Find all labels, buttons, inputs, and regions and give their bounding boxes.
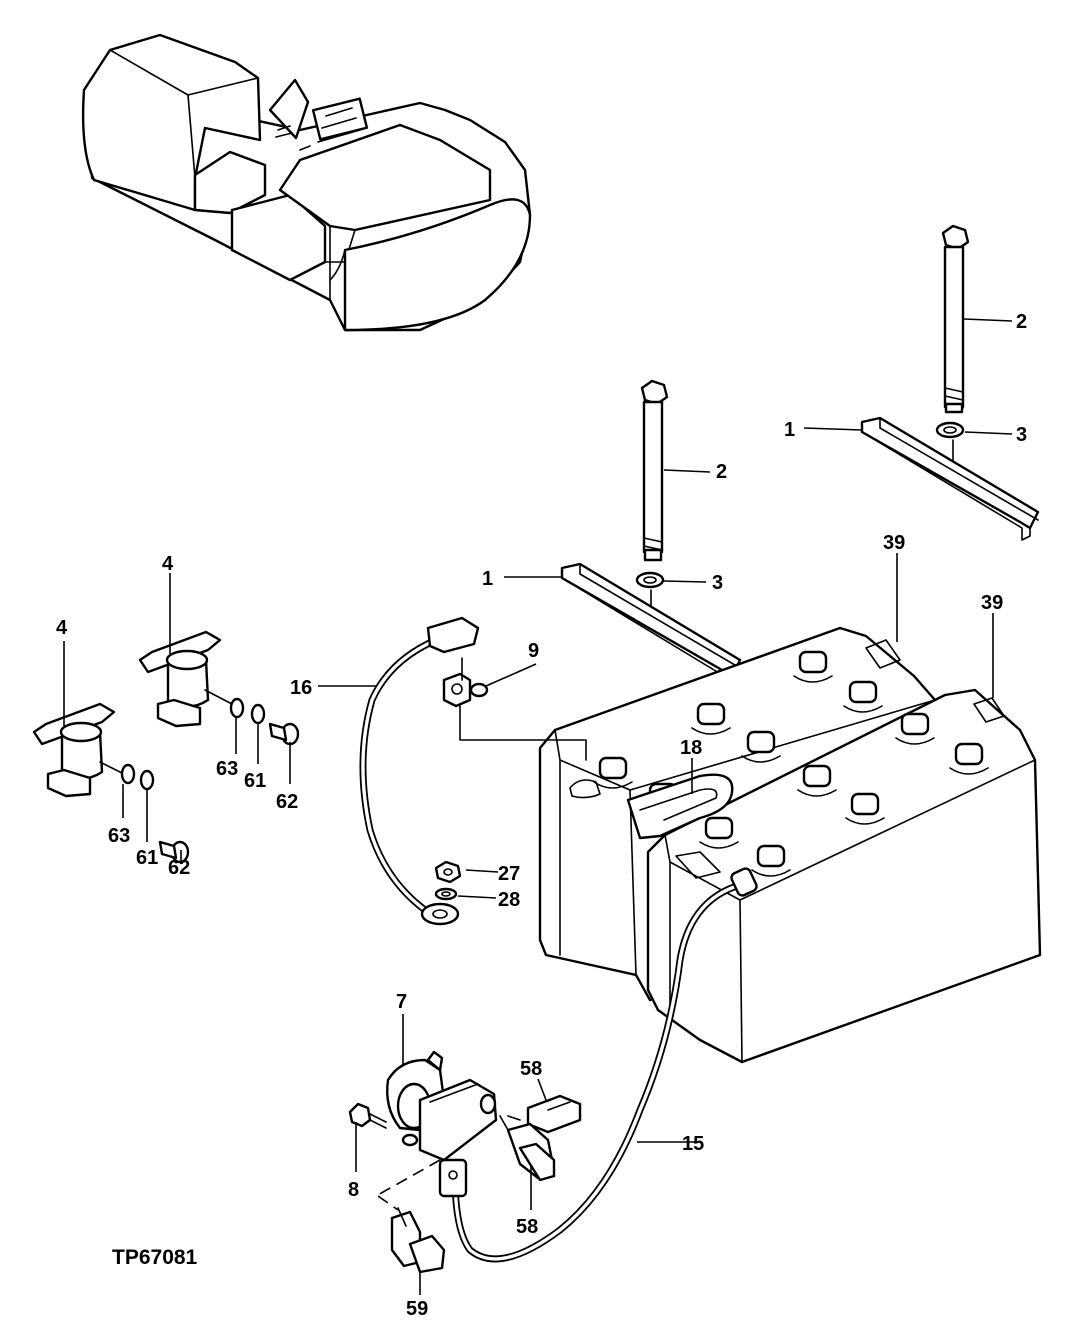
battery-post xyxy=(751,844,791,877)
battery-post xyxy=(949,742,989,775)
relay-lower xyxy=(32,702,125,798)
callout-7: 7 xyxy=(396,991,407,1013)
hold-down-bar-right xyxy=(860,416,1040,541)
battery-post xyxy=(845,792,885,825)
battery-post xyxy=(741,730,781,763)
callout-61: 61 xyxy=(244,770,266,792)
callout-63: 63 xyxy=(108,825,130,847)
connector-59 xyxy=(390,1207,446,1274)
callout-62: 62 xyxy=(168,857,190,879)
battery-post xyxy=(797,764,837,797)
lock-washer-61-upper xyxy=(250,703,266,725)
callout-3: 3 xyxy=(1016,424,1027,446)
hex-nut xyxy=(434,860,462,884)
hidden-line xyxy=(375,1159,441,1197)
battery-front xyxy=(646,688,1042,1064)
callout-28: 28 xyxy=(498,889,520,911)
callout-58: 58 xyxy=(516,1216,538,1238)
battery-jumper-cable xyxy=(626,773,734,840)
screw-62-lower xyxy=(158,840,190,864)
cap-screw xyxy=(348,1102,387,1129)
battery-post xyxy=(895,712,935,745)
lock-washer-right xyxy=(935,421,965,439)
battery-post xyxy=(843,680,883,713)
disconnect-switch xyxy=(386,1050,498,1162)
battery-post xyxy=(691,702,731,735)
callout-27: 27 xyxy=(498,863,520,885)
hold-down-bolt-right xyxy=(941,224,970,414)
callout-18: 18 xyxy=(680,737,702,759)
callout-39: 39 xyxy=(981,592,1003,614)
figure-id: TP67081 xyxy=(112,1246,198,1269)
callout-16: 16 xyxy=(290,677,312,699)
callout-1: 1 xyxy=(482,568,493,590)
callout-2: 2 xyxy=(1016,311,1027,333)
callout-8: 8 xyxy=(348,1179,359,1201)
lock-washer-61-lower xyxy=(139,769,155,791)
battery-post xyxy=(793,650,833,683)
callout-3: 3 xyxy=(712,572,723,594)
callout-61: 61 xyxy=(136,847,158,869)
callout-4: 4 xyxy=(56,617,68,639)
callout-62: 62 xyxy=(276,791,298,813)
screw-62-upper xyxy=(268,722,300,746)
hidden-line xyxy=(377,1195,399,1211)
machine-overview xyxy=(81,33,532,332)
ground-cable xyxy=(359,616,480,926)
connector-58-lower xyxy=(499,1115,556,1182)
callout-4: 4 xyxy=(162,553,174,575)
callout-labels: 1 1 2 2 3 3 4 4 7 8 9 15 16 18 27 28 39 … xyxy=(56,311,1027,1320)
callout-39: 39 xyxy=(883,532,905,554)
leader-lines xyxy=(63,318,1013,1295)
callout-2: 2 xyxy=(716,461,727,483)
callout-15: 15 xyxy=(682,1133,704,1155)
callout-58: 58 xyxy=(520,1058,542,1080)
callout-63: 63 xyxy=(216,758,238,780)
callout-9: 9 xyxy=(528,640,539,662)
battery-clamp xyxy=(442,657,587,761)
callout-1: 1 xyxy=(784,419,795,441)
flat-washer xyxy=(434,887,458,901)
washer-63-upper xyxy=(229,697,245,719)
relay-upper xyxy=(138,630,233,728)
battery-post xyxy=(699,816,739,849)
callout-59: 59 xyxy=(406,1298,428,1320)
battery-cable-long xyxy=(438,867,758,1263)
lock-washer-left xyxy=(635,571,665,589)
hold-down-bolt-left xyxy=(640,379,669,562)
washer-63-lower xyxy=(120,763,136,785)
